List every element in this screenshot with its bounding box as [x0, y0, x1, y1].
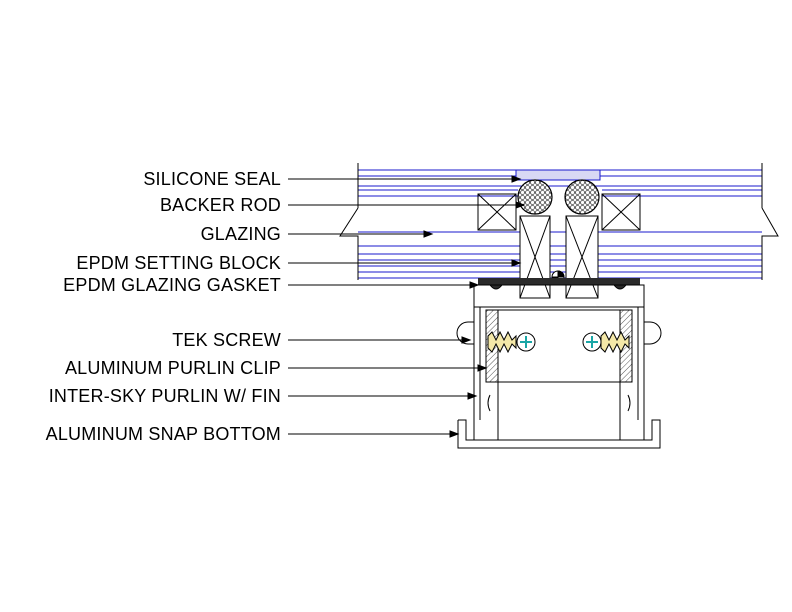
label-tek-screw: TEK SCREW	[172, 330, 281, 350]
label-silicone-seal: SILICONE SEAL	[143, 169, 281, 189]
setting-blocks	[519, 215, 599, 299]
label-epdm-setting-block: EPDM SETTING BLOCK	[76, 253, 281, 273]
glazing-panels	[358, 169, 762, 279]
tek-screw-right	[582, 330, 630, 354]
label-aluminum-purlin-clip: ALUMINUM PURLIN CLIP	[64, 358, 281, 378]
label-epdm-glazing-gasket: EPDM GLAZING GASKET	[63, 275, 281, 295]
label-glazing: GLAZING	[200, 224, 281, 244]
tek-screws	[487, 330, 630, 354]
label-inter-sky-purlin: INTER-SKY PURLIN W/ FIN	[48, 386, 281, 406]
label-aluminum-snap-bottom: ALUMINUM SNAP BOTTOM	[45, 424, 281, 444]
backer-rods	[517, 179, 600, 215]
leader-lines	[288, 175, 526, 438]
glazing-gasket	[478, 278, 640, 290]
label-backer-rod: BACKER ROD	[159, 195, 281, 215]
purlin-body	[456, 284, 662, 440]
snap-bottom	[457, 419, 661, 449]
tek-screw-left	[487, 330, 536, 354]
break-lines	[339, 163, 779, 280]
